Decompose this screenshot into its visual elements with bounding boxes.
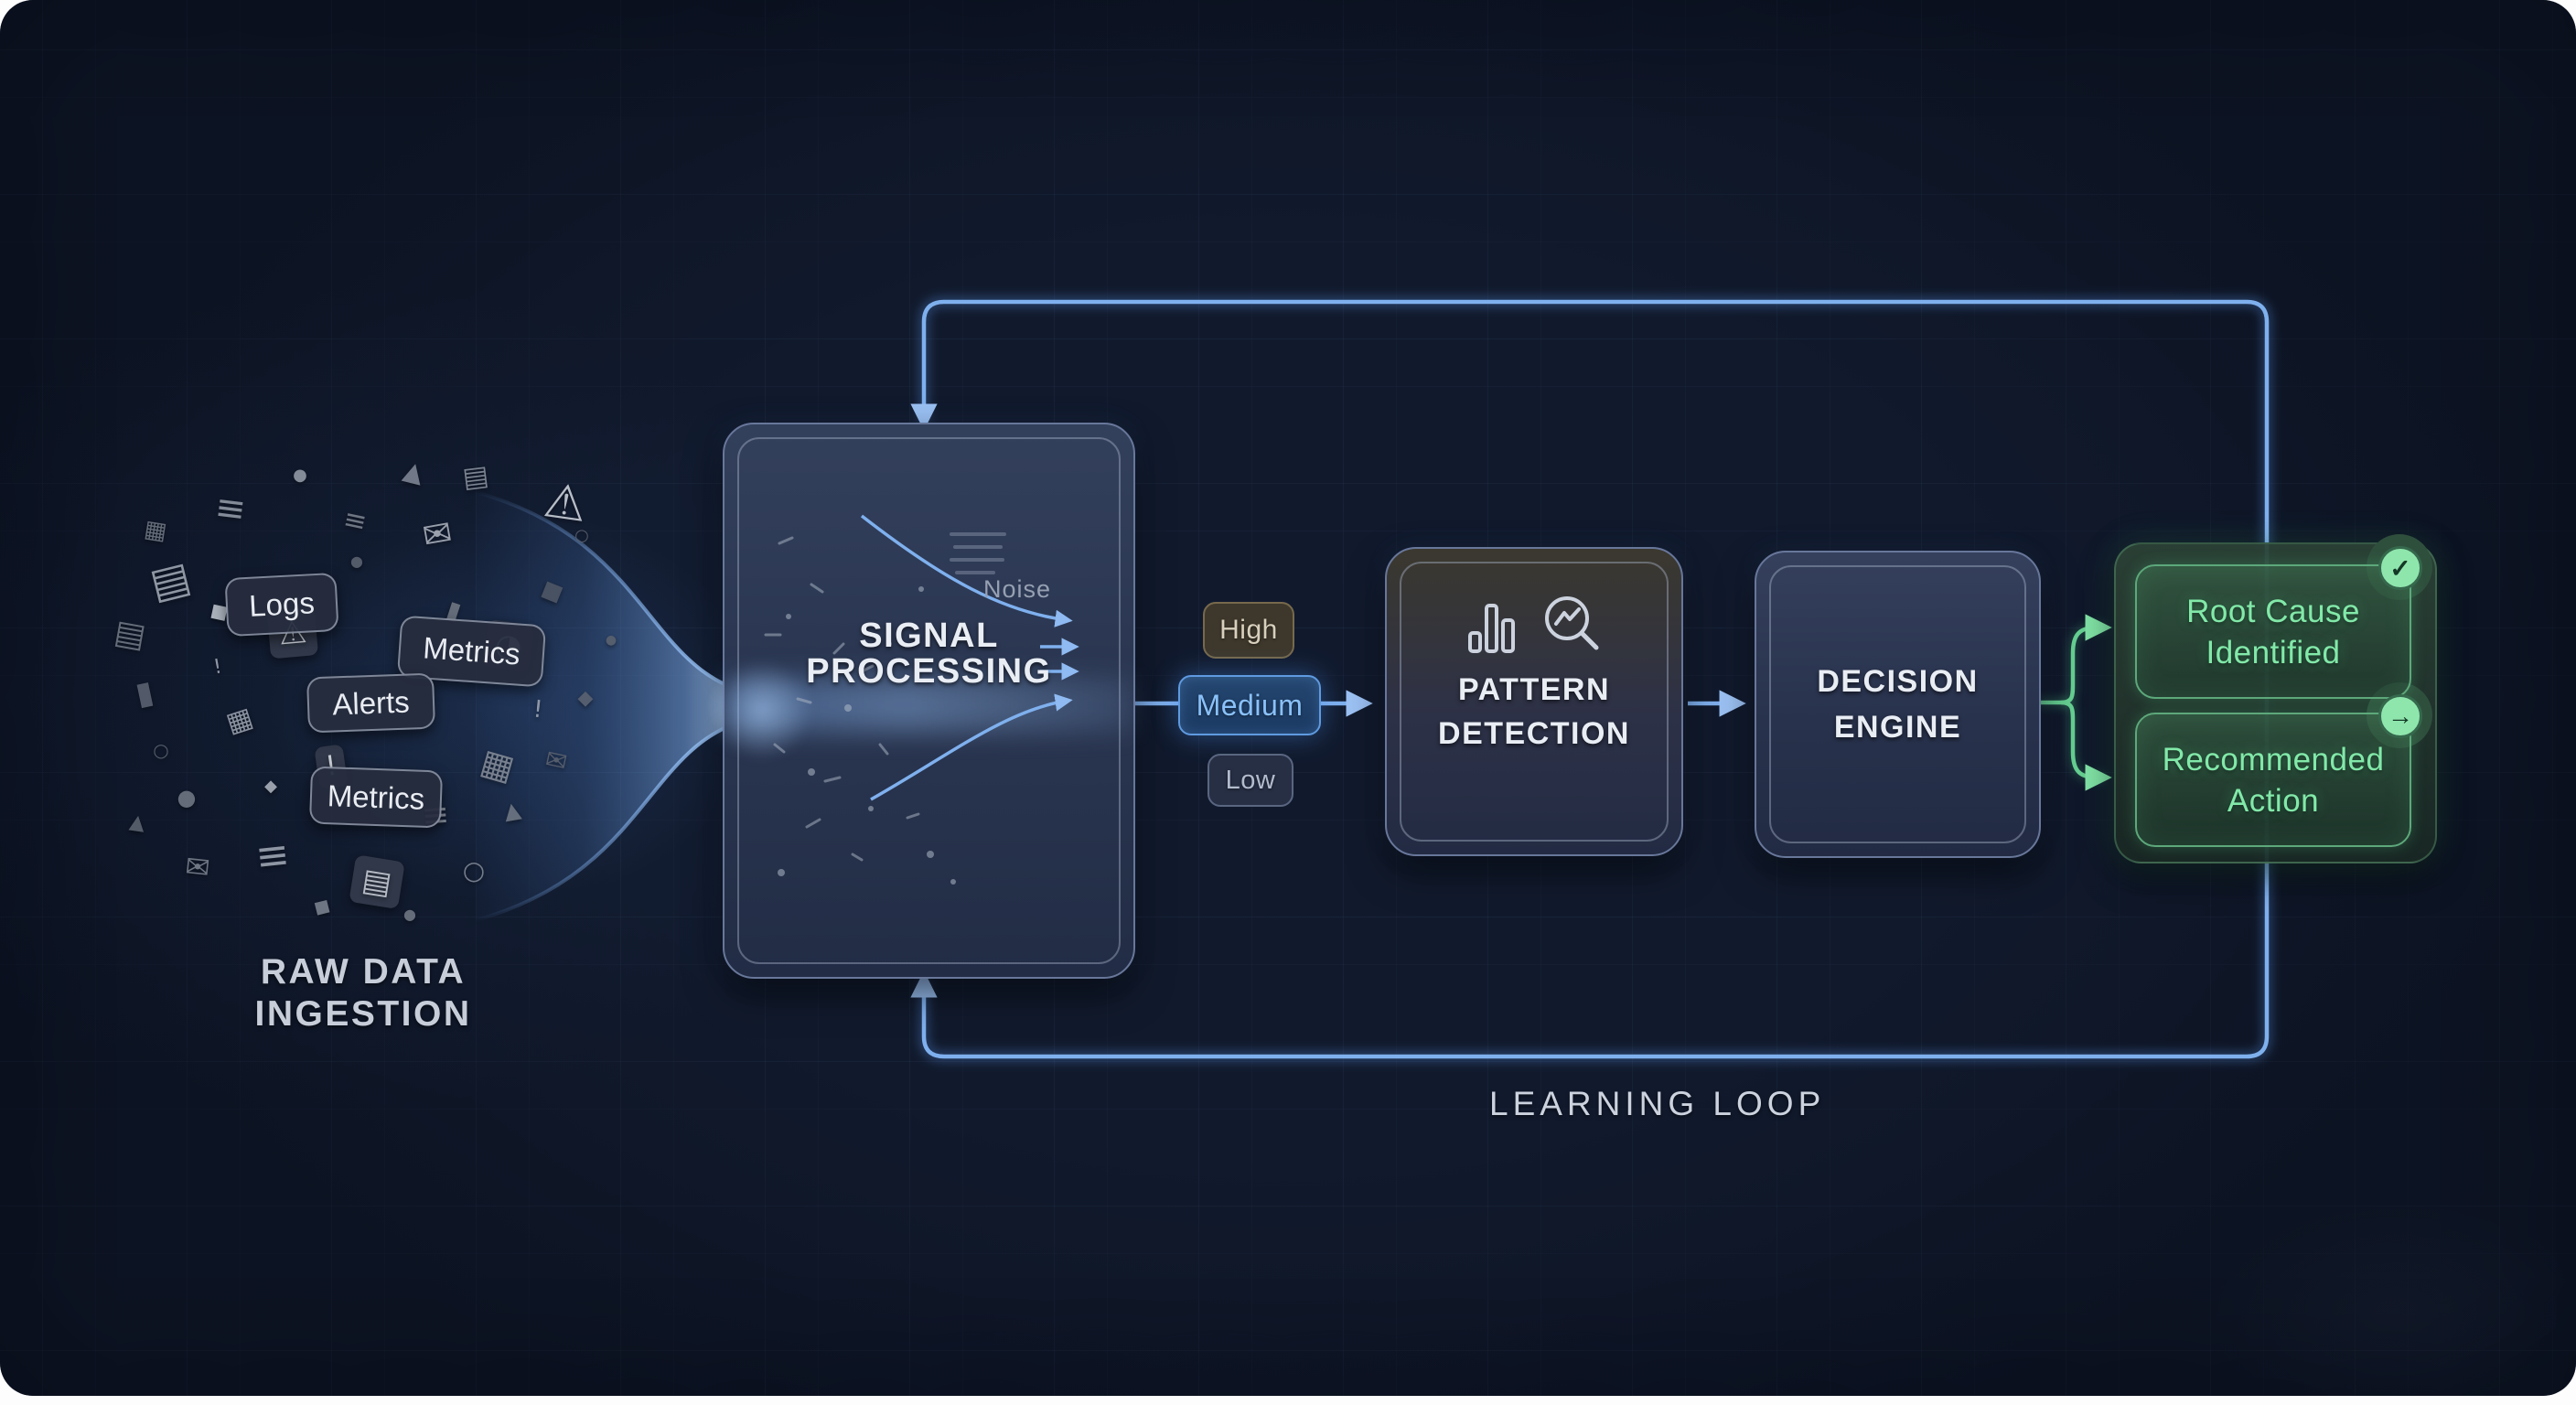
outcome-line: Recommended (2162, 741, 2385, 778)
severity-chip-low: Low (1208, 754, 1293, 807)
cluster-icon-excl: ! (531, 695, 544, 724)
cluster-icon-doc: ▤ (460, 459, 491, 495)
funnel-edge-top (475, 490, 736, 691)
outcome-line: Action (2227, 782, 2320, 819)
cluster-icon-dot: ● (293, 466, 307, 485)
decision-fork (2038, 614, 2112, 791)
title-line: PATTERN (1457, 672, 1610, 707)
tag-label: Alerts (331, 684, 411, 721)
label-line: INGESTION (254, 994, 472, 1034)
raw-data-cluster: ⚠⚠◔!▤≡✉▦≡●▲▮■◆○▤≡✉▤▦▲●■!○▮◆▤≡●▲■✉●▦○!● (0, 0, 695, 1006)
cluster-icon-lines: ≡ (252, 831, 292, 881)
cluster-icon-dot: ● (403, 906, 416, 923)
cluster-icon-mail: ✉ (183, 848, 212, 886)
title-line: SIGNAL (859, 617, 999, 655)
stage-label-raw-data-ingestion: RAW DATA INGESTION (180, 951, 546, 1035)
cluster-icon-circle: ○ (153, 739, 169, 761)
signal-detail-art (764, 514, 1079, 885)
cluster-icon-square: ■ (538, 574, 567, 607)
chip-label: Low (1225, 765, 1276, 795)
noise-scatter-marks (764, 536, 920, 862)
cluster-icon-triangle: ▲ (127, 810, 147, 836)
cluster-icon-diamond: ◆ (264, 777, 277, 796)
node-title-pattern-detection: PATTERN DETECTION (1387, 668, 1681, 756)
cluster-icon-lines: ≡ (340, 502, 370, 540)
bar-chart-icon (1468, 604, 1515, 653)
chip-label: High (1219, 615, 1278, 645)
label-line: RAW DATA (260, 952, 467, 992)
cluster-icon-square: ■ (312, 896, 332, 918)
noise-label: Noise (982, 575, 1052, 603)
cluster-icon-grid: ▦ (476, 740, 520, 789)
outcome-recommended-action: Recommended Action (2135, 713, 2411, 847)
noise-text-lines (950, 532, 1006, 574)
tag-label: Metrics (327, 778, 425, 816)
funnel-beam (476, 492, 735, 920)
cluster-icon-circle: ○ (462, 855, 486, 885)
pattern-icons (1387, 591, 1681, 657)
node-inner-border (737, 437, 1121, 964)
cluster-icon-warning: ⚠ (540, 473, 591, 533)
title-line: PROCESSING (806, 652, 1052, 691)
severity-chip-medium: Medium (1178, 675, 1321, 735)
arrow-right-icon: → (2378, 694, 2422, 738)
cluster-icon-doc: ▤ (111, 613, 149, 656)
cluster-icon-diamond: ◆ (577, 687, 594, 710)
outcome-root-cause: Root Cause Identified (2135, 564, 2411, 699)
cluster-icon-excl: ! (211, 655, 224, 680)
severity-chip-high: High (1203, 602, 1294, 659)
title-line: DETECTION (1438, 716, 1630, 751)
cluster-icon-lines: ≡ (212, 486, 249, 531)
node-pattern-detection: PATTERN DETECTION (1385, 547, 1683, 856)
cluster-icon-doc: ▤ (349, 854, 405, 909)
cluster-icon-dot: ● (350, 552, 363, 570)
cluster-icon-dot: ● (177, 785, 197, 810)
node-title-decision-engine: DECISION ENGINE (1756, 659, 2039, 750)
node-decision-engine: DECISION ENGINE (1755, 551, 2041, 858)
tag-pill-metrics: Metrics (308, 766, 444, 829)
funnel-edge-bottom (475, 722, 736, 922)
outcome-label: Root Cause Identified (2137, 591, 2410, 673)
node-signal-processing: Noise SIGNAL PROCESSING (712, 423, 1135, 979)
tag-pill-alerts: Alerts (306, 672, 436, 734)
outcome-line: Identified (2206, 634, 2341, 670)
check-icon: ✓ (2378, 546, 2422, 590)
cluster-icon-bar: ▮ (132, 673, 157, 713)
cluster-icon-doc: ▤ (145, 551, 196, 609)
outcomes-panel: Root Cause Identified Recommended Action… (2114, 534, 2437, 863)
cluster-icon-mail: ✉ (419, 511, 456, 557)
chip-label: Medium (1196, 688, 1304, 722)
tag-label: Logs (248, 585, 316, 623)
trend-magnifier-icon (1545, 596, 1599, 650)
title-line: DECISION (1817, 664, 1979, 699)
cluster-icon-grid: ▦ (142, 515, 169, 546)
cluster-icon-triangle: ▲ (400, 454, 427, 489)
tag-pill-logs: Logs (224, 572, 339, 638)
outcome-line: Root Cause (2186, 593, 2360, 629)
cluster-icon-dot: ● (605, 633, 617, 648)
cluster-icon-triangle: ▲ (501, 796, 523, 825)
title-line: ENGINE (1833, 710, 1962, 745)
tag-label: Metrics (422, 630, 521, 671)
node-title-signal-processing: SIGNAL PROCESSING (724, 618, 1133, 690)
cluster-icon-grid: ▦ (221, 701, 257, 740)
learning-loop-label: LEARNING LOOP (1489, 1085, 1826, 1122)
cluster-icon-circle: ○ (574, 526, 589, 545)
outcome-label: Recommended Action (2137, 739, 2410, 821)
cluster-icon-mail: ✉ (542, 743, 571, 778)
